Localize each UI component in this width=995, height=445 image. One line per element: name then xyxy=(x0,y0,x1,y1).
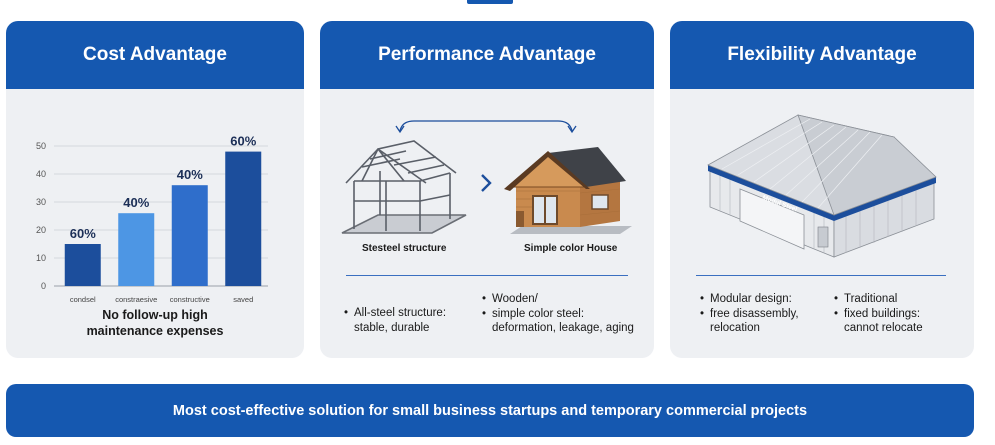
flexibility-advantage-title: Flexibility Advantage xyxy=(670,21,974,89)
list-item: •fixed buildings: xyxy=(834,307,921,320)
list-item: deformation, leakage, aging xyxy=(492,322,634,334)
data-label: 60% xyxy=(70,226,96,241)
y-tick-label: 10 xyxy=(36,253,46,263)
chevron-right-icon xyxy=(481,174,492,192)
modular-building-illustration: Modul Steel xyxy=(707,114,937,258)
x-tick-label: condsel xyxy=(70,295,96,304)
steel-benefits-list: •All-steel structure: stable, durable xyxy=(344,306,446,335)
x-tick-label: saved xyxy=(233,295,253,304)
performance-divider xyxy=(346,275,628,276)
performance-advantage-card: Performance Advantage xyxy=(320,21,654,358)
list-item: •free disassembly, xyxy=(700,307,799,320)
x-tick-label: time saved xyxy=(65,305,101,306)
y-tick-label: 30 xyxy=(36,197,46,207)
traditional-drawbacks-list: •Traditional •fixed buildings: cannot re… xyxy=(834,292,923,336)
x-tick-label: construction xyxy=(170,305,210,306)
x-tick-label: cost saved xyxy=(225,305,261,306)
performance-advantage-title: Performance Advantage xyxy=(320,21,654,89)
data-label: 40% xyxy=(123,195,149,210)
cost-advantage-card: Cost Advantage 0102030405060%condseltime… xyxy=(6,21,304,358)
steel-frame-icon xyxy=(341,140,467,234)
warehouse-icon: Modul Steel xyxy=(707,114,937,258)
cost-advantage-title: Cost Advantage xyxy=(6,21,304,89)
modular-benefits-list: •Modular design: •free disassembly, relo… xyxy=(700,292,799,336)
bar xyxy=(225,151,262,286)
data-label: 60% xyxy=(230,134,256,149)
steel-structure-label: Stesteel structure xyxy=(362,243,447,254)
list-item: •All-steel structure: xyxy=(344,307,447,319)
cost-caption-line-1: No follow-up high xyxy=(102,308,208,322)
x-tick-label: constraesive xyxy=(115,295,157,304)
cost-caption-line-2: maintenance expenses xyxy=(86,324,224,338)
flexibility-divider xyxy=(696,275,946,276)
list-item: •Traditional xyxy=(834,293,898,305)
list-item: •Wooden/ xyxy=(482,293,538,305)
list-item: •simple color steel: xyxy=(482,307,585,320)
list-item: stable, durable xyxy=(354,321,430,334)
y-tick-label: 40 xyxy=(36,169,46,179)
wooden-drawbacks-list: •Wooden/ •simple color steel: deformatio… xyxy=(482,292,634,336)
list-item: cannot relocate xyxy=(844,322,923,334)
comparison-illustration xyxy=(341,120,632,234)
list-item: relocation xyxy=(710,322,760,334)
data-label: 40% xyxy=(177,167,203,182)
wooden-house-icon xyxy=(504,147,632,234)
x-tick-label: constructive xyxy=(170,295,210,304)
color-house-label: Simple color House xyxy=(524,243,618,254)
bar xyxy=(171,185,208,286)
bar xyxy=(64,244,101,286)
flexibility-advantage-card: Flexibility Advantage xyxy=(670,21,974,358)
list-item: •Modular design: xyxy=(700,293,792,305)
y-tick-label: 50 xyxy=(36,141,46,151)
cost-caption: No follow-up high maintenance expenses xyxy=(6,307,304,339)
footer-banner: Most cost-effective solution for small b… xyxy=(6,384,974,437)
x-tick-label: time saved xyxy=(118,305,154,306)
comparison-bracket-icon xyxy=(395,120,577,134)
top-tab-marker xyxy=(467,0,513,4)
bar xyxy=(118,213,155,286)
y-tick-label: 0 xyxy=(41,281,46,291)
y-tick-label: 20 xyxy=(36,225,46,235)
